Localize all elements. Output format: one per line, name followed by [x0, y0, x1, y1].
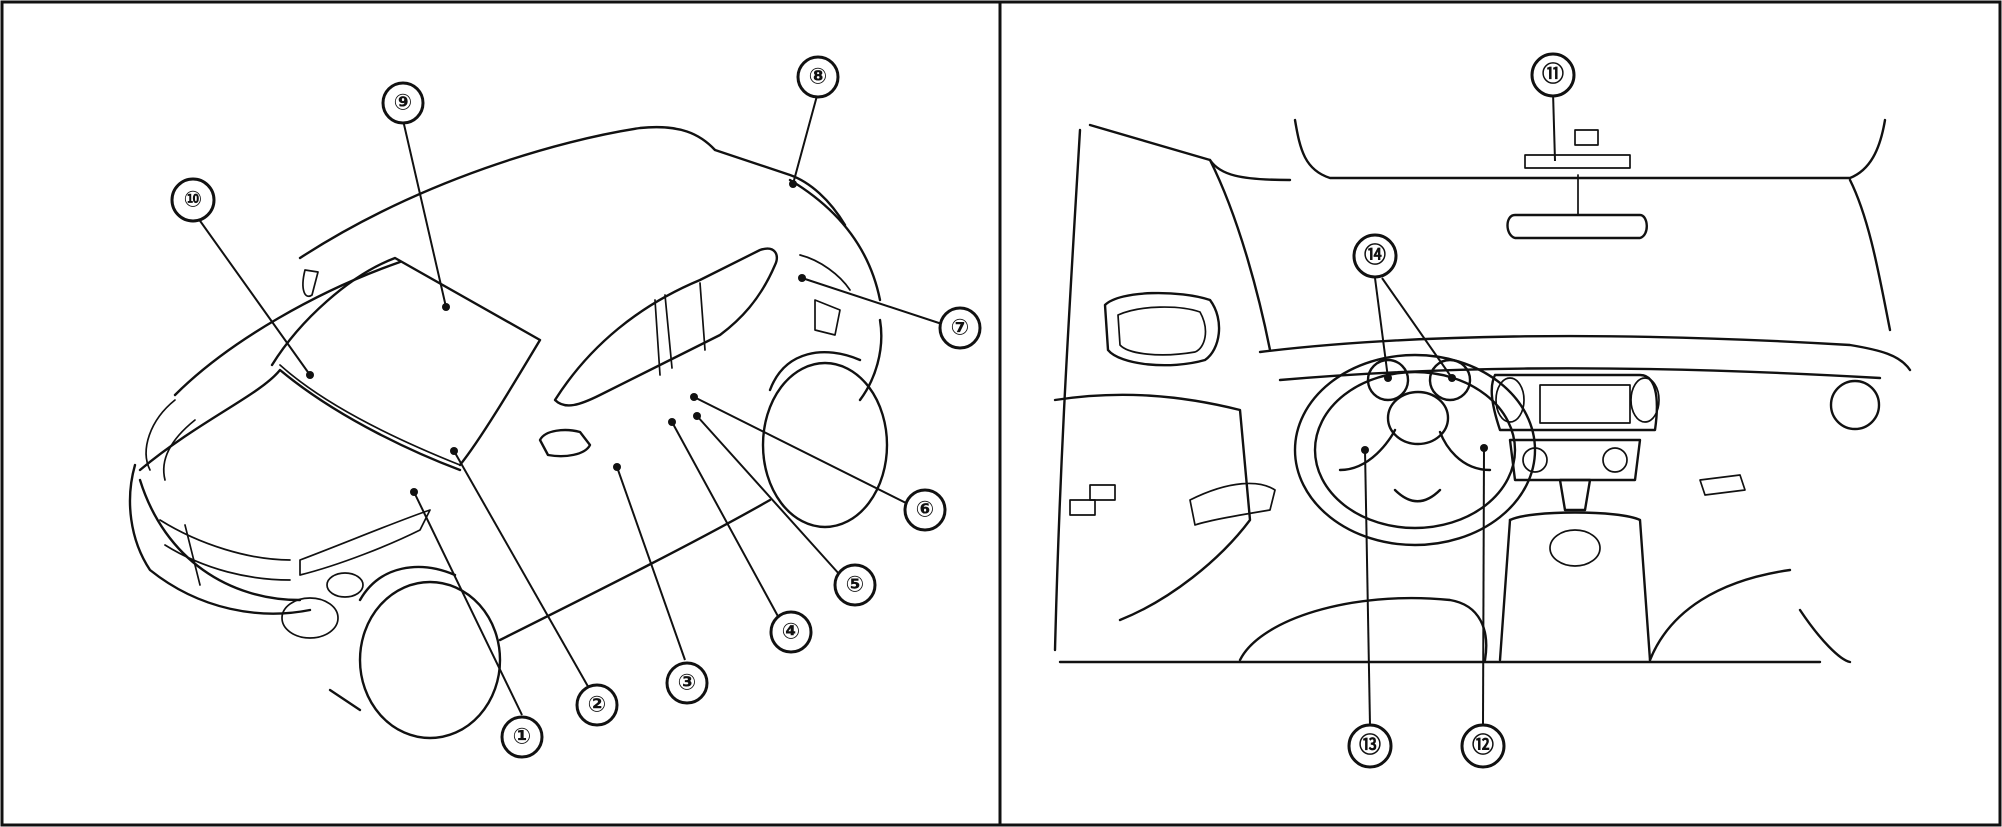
callout-7-label: ⑦ — [951, 316, 970, 341]
callout-5: ⑤ — [833, 563, 877, 607]
callout-8: ⑧ — [796, 55, 840, 99]
callout-13: ⑬ — [1347, 723, 1393, 769]
callout-10-label: ⑩ — [184, 188, 203, 213]
right-panel — [998, 0, 2002, 827]
left-leader-lines — [197, 91, 946, 716]
callout-12-label: ⑫ — [1472, 733, 1494, 759]
left-panel — [0, 0, 1002, 827]
callout-4-label: ④ — [782, 620, 801, 645]
callout-3-label: ③ — [678, 671, 697, 696]
callout-14-label: ⑭ — [1364, 243, 1386, 269]
callout-2-label: ② — [588, 693, 607, 718]
callout-7: ⑦ — [938, 306, 982, 350]
callout-11-label: ⑪ — [1542, 62, 1564, 88]
callout-1: ① — [500, 715, 544, 759]
callout-6-label: ⑥ — [916, 498, 935, 523]
car-exterior-illustration — [128, 126, 889, 740]
callout-8-label: ⑧ — [809, 65, 828, 90]
callout-9: ⑨ — [381, 81, 425, 125]
callout-5-label: ⑤ — [846, 573, 865, 598]
callout-9-label: ⑨ — [394, 91, 413, 116]
callout-11: ⑪ — [1530, 52, 1576, 98]
callout-13-label: ⑬ — [1359, 733, 1381, 759]
callout-4: ④ — [769, 610, 813, 654]
right-leader-lines — [1361, 91, 1556, 726]
callout-10: ⑩ — [170, 177, 216, 223]
callout-1-label: ① — [513, 725, 532, 750]
callout-2: ② — [575, 683, 619, 727]
callout-6: ⑥ — [903, 488, 947, 532]
car-interior-illustration — [1053, 118, 1912, 664]
callout-3: ③ — [665, 661, 709, 705]
callout-12: ⑫ — [1460, 723, 1506, 769]
callout-14: ⑭ — [1352, 233, 1398, 279]
